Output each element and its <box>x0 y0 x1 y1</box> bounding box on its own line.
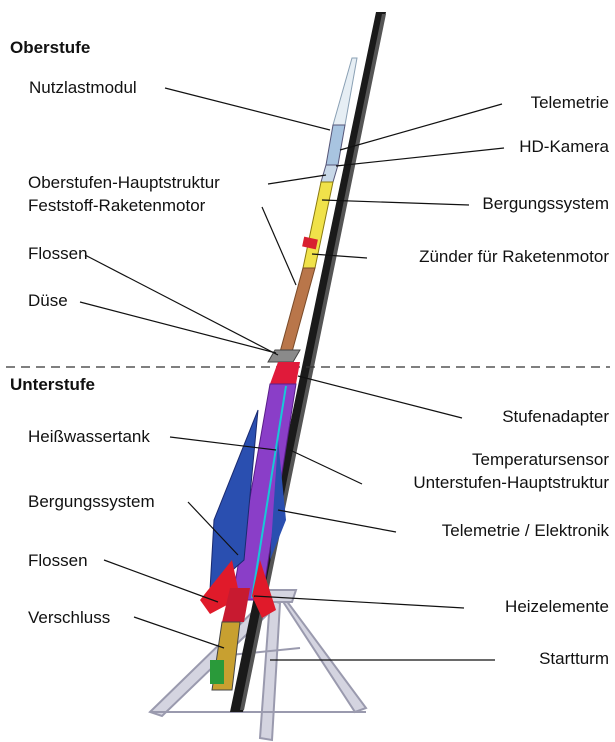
leader-flossen-unten <box>104 560 218 602</box>
tower-brace <box>230 648 300 655</box>
tower-leg-center <box>260 600 280 740</box>
leader-feststoff-raketenmotor <box>262 207 296 285</box>
tower-leg-right <box>280 597 366 712</box>
label-feststoff-raketenmotor: Feststoff-Raketenmotor <box>28 196 205 216</box>
leader-duese <box>80 302 276 353</box>
leader-unterstufen-hauptstruktur <box>290 450 362 484</box>
label-flossen-unten: Flossen <box>28 551 88 571</box>
nose-cone <box>333 58 357 125</box>
label-heisswassertank: Heißwassertank <box>28 427 150 447</box>
label-verschluss: Verschluss <box>28 608 110 628</box>
label-flossen-oben: Flossen <box>28 244 88 264</box>
label-hd-kamera: HD-Kamera <box>519 137 609 157</box>
stage-adapter <box>270 362 300 384</box>
leader-hd-kamera <box>336 148 504 166</box>
upper-main-structure <box>321 165 338 182</box>
label-temperatursensor: Temperatursensor <box>472 450 609 470</box>
label-bergungssystem-oben: Bergungssystem <box>482 194 609 214</box>
label-heizelemente: Heizelemente <box>505 597 609 617</box>
label-oberstufen-hauptstruktur: Oberstufen-Hauptstruktur <box>28 173 220 193</box>
leader-nutzlastmodul <box>165 88 330 130</box>
section-title-lower: Unterstufe <box>10 375 95 395</box>
label-duese: Düse <box>28 291 68 311</box>
leader-flossen-oben <box>85 255 278 355</box>
leader-zuender <box>312 254 367 258</box>
label-bergungssystem-unten: Bergungssystem <box>28 492 155 512</box>
leader-stufenadapter <box>298 376 462 418</box>
label-unterstufen-hauptstruktur: Unterstufen-Hauptstruktur <box>413 473 609 493</box>
leader-telemetrie-elektronik <box>278 510 396 532</box>
closure-green <box>210 660 224 684</box>
leader-verschluss <box>134 617 224 648</box>
label-stufenadapter: Stufenadapter <box>502 407 609 427</box>
label-nutzlastmodul: Nutzlastmodul <box>29 78 137 98</box>
label-startturm: Startturm <box>539 649 609 669</box>
label-telemetrie-elektronik: Telemetrie / Elektronik <box>442 521 609 541</box>
payload-module <box>326 125 345 165</box>
label-zuender: Zünder für Raketenmotor <box>419 247 609 267</box>
section-title-upper: Oberstufe <box>10 38 90 58</box>
label-telemetrie: Telemetrie <box>531 93 609 113</box>
leader-oberstufen-hauptstruktur <box>268 175 326 184</box>
